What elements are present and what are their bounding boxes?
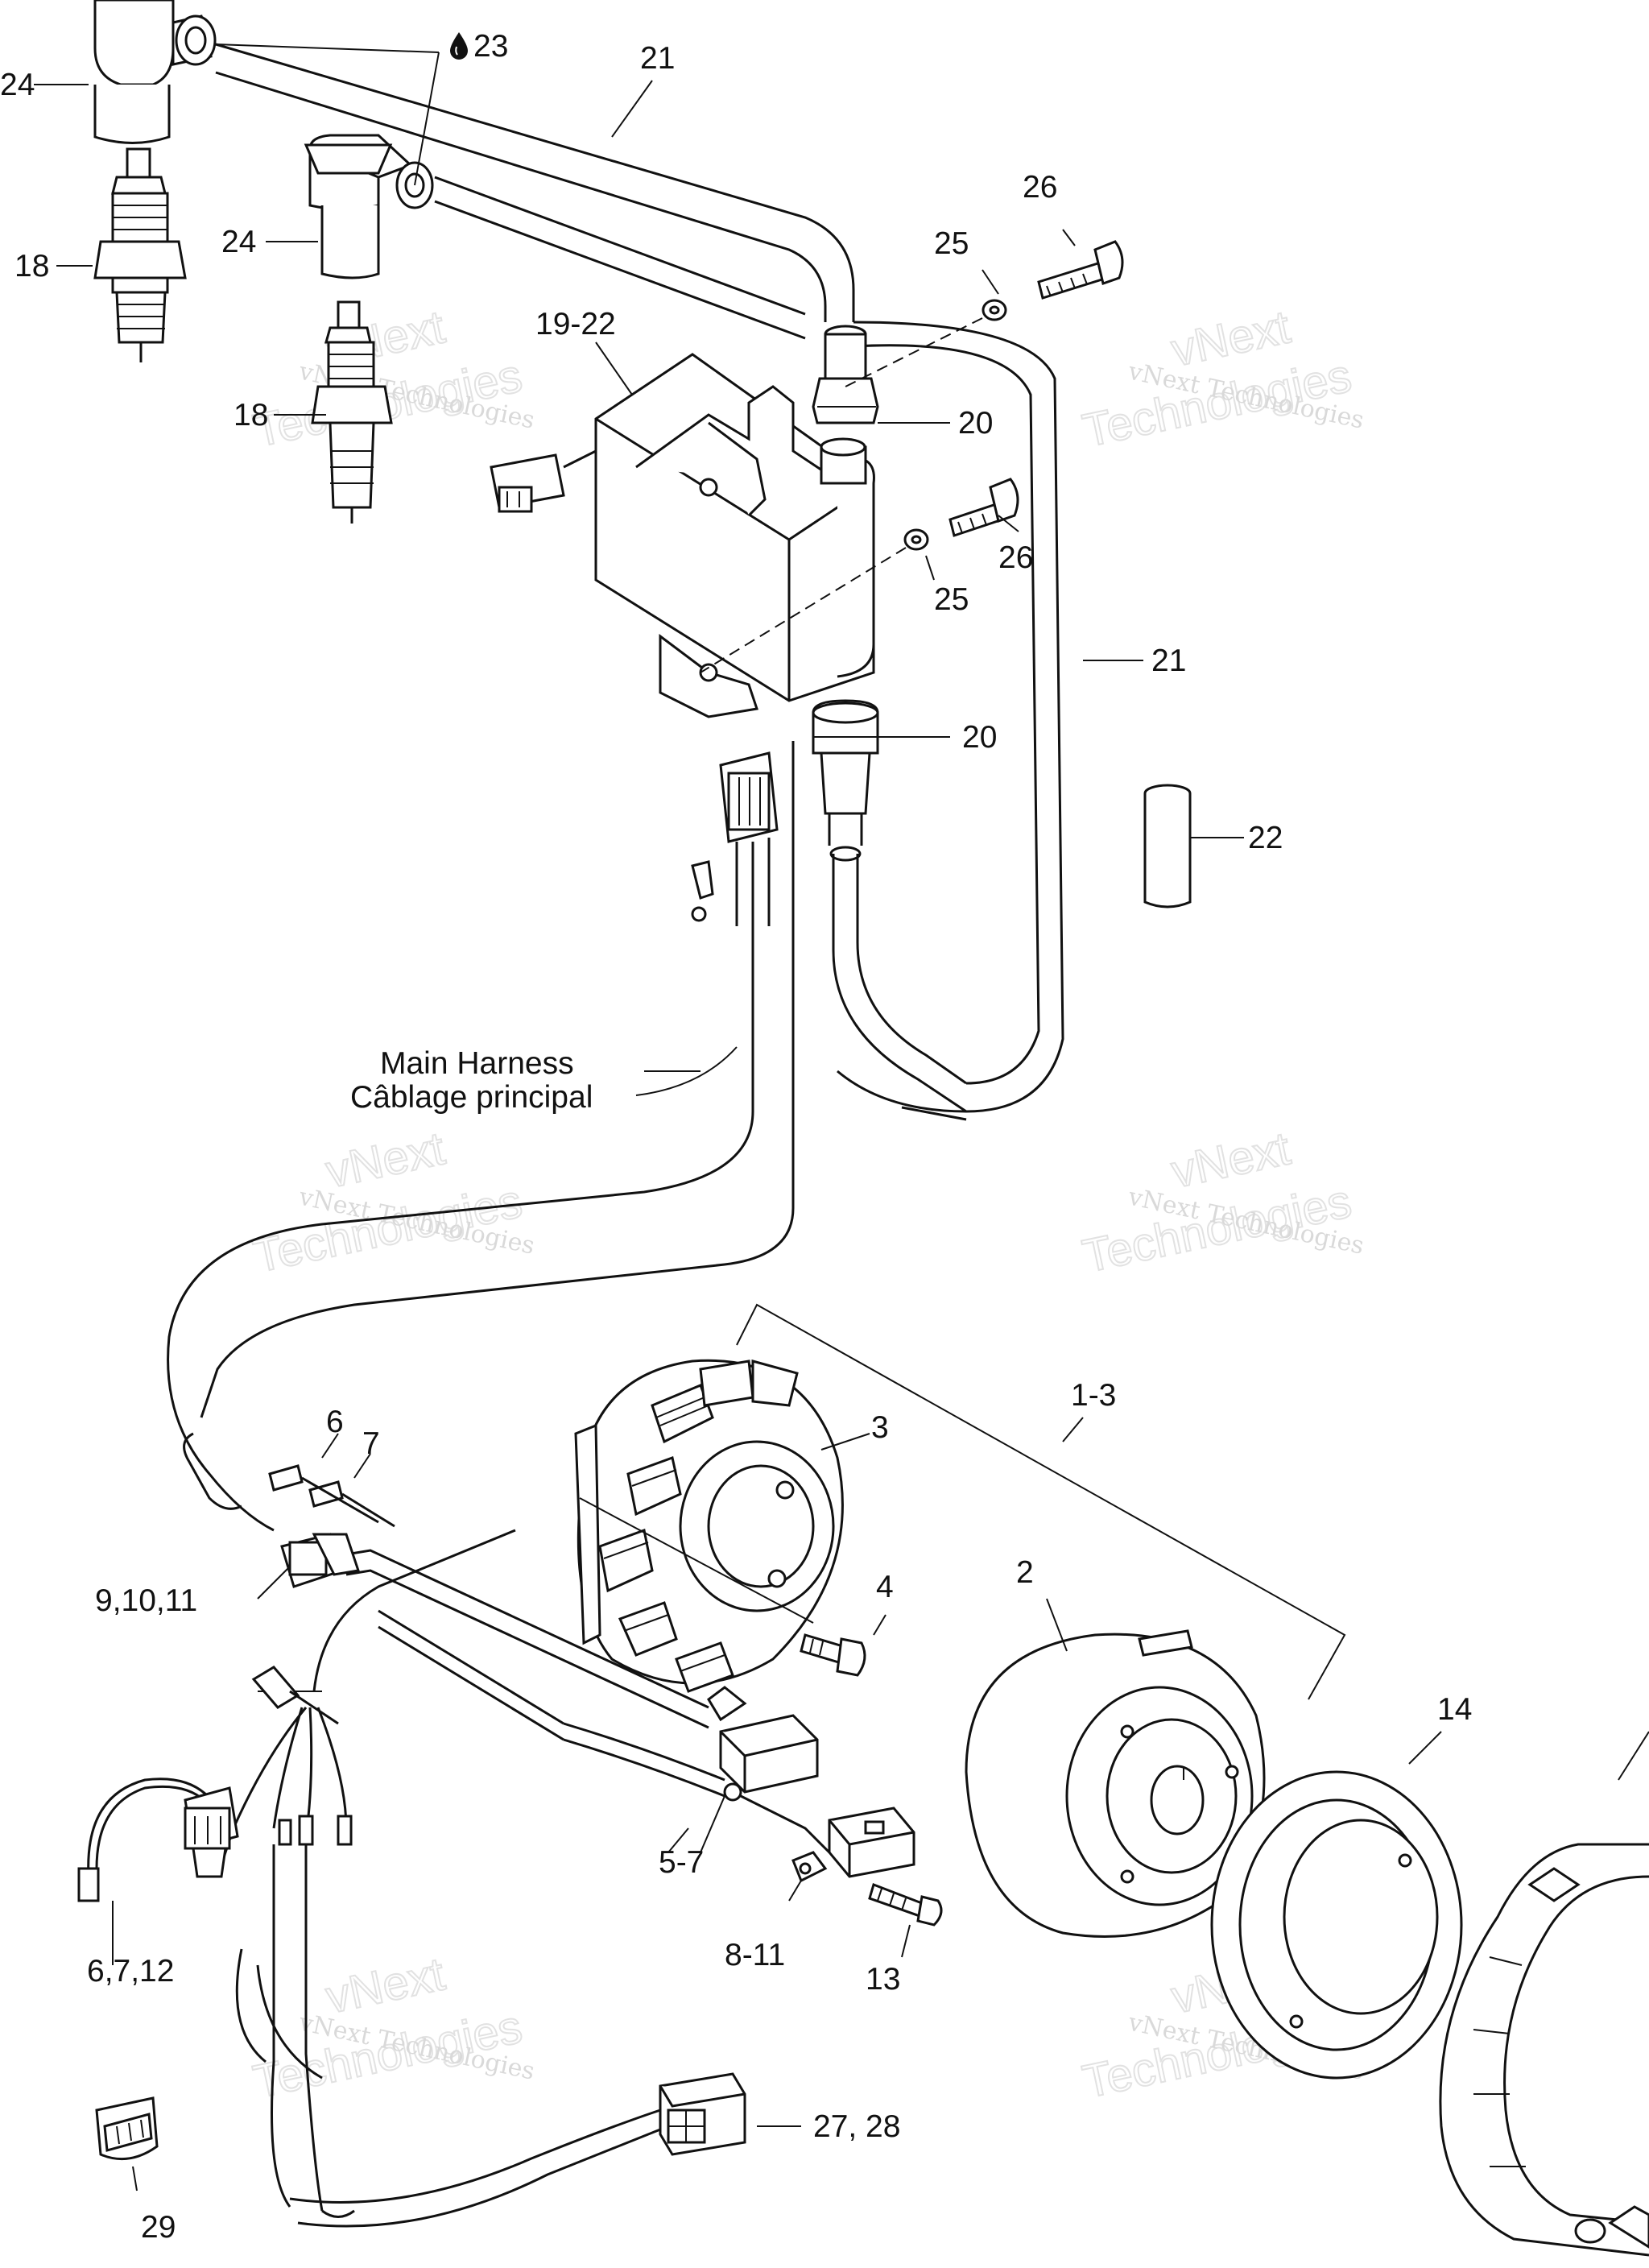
bracket-1-3 [736, 1303, 1346, 1700]
svg-text:vNext: vNext [321, 1947, 449, 2023]
main-harness-label-fr: Câblage principal [350, 1080, 593, 1115]
wire-boot-lower [812, 699, 879, 862]
callout-6-7-12: 6,7,12 [87, 1954, 174, 1989]
callout-4: 4 [876, 1570, 894, 1604]
washer-upper [982, 299, 1007, 321]
cover [1439, 1731, 1649, 2257]
screw-pickup [868, 1883, 943, 1927]
callout-23: 23 [473, 29, 508, 64]
wire-boot-upper [812, 325, 879, 424]
screw-upper [1037, 240, 1124, 300]
callout-25-lower: 25 [934, 582, 969, 617]
callout-1-3: 1-3 [1071, 1378, 1116, 1413]
callout-25-upper: 25 [934, 226, 969, 261]
main-harness [167, 741, 795, 1532]
callout-9-10-11: 9,10,11 [95, 1583, 197, 1618]
sleeve [1143, 784, 1192, 908]
connector-9-10-11 [280, 1533, 360, 1588]
screw-stator [800, 1633, 866, 1677]
main-harness-label-en: Main Harness [380, 1046, 574, 1081]
callout-26-lower: 26 [998, 540, 1033, 575]
watermark-top-left: vNext Technologies vNext Technologies [248, 300, 537, 457]
callout-13: 13 [866, 1962, 900, 1997]
harness-connector [691, 751, 779, 926]
callout-6: 6 [326, 1405, 344, 1439]
callout-24-upper: 24 [0, 68, 35, 102]
callout-29: 29 [141, 2210, 176, 2245]
ring-gear [1210, 1770, 1463, 2080]
callout-labels: 24 23 21 18 24 26 25 19-22 18 20 26 25 2… [0, 29, 1472, 2245]
spark-plug-cap-upper [93, 0, 217, 144]
stator-alignment-line [579, 1497, 814, 1624]
spark-plug-lower [311, 300, 393, 524]
callout-19-22: 19-22 [535, 307, 616, 341]
connector-29 [95, 2096, 159, 2161]
callout-24-lower: 24 [221, 225, 256, 259]
screw-lower [948, 478, 1019, 537]
alignment-lines-top [700, 317, 983, 673]
wiring-bundle-stator [345, 1549, 831, 1854]
callout-5-7: 5-7 [659, 1845, 704, 1880]
callout-3: 3 [871, 1410, 889, 1445]
callout-2: 2 [1016, 1555, 1034, 1590]
callout-18-lower: 18 [234, 398, 268, 432]
pickup-sensor [791, 1807, 915, 1883]
callout-20-lower: 20 [962, 720, 997, 755]
trigger-coil [707, 1686, 819, 1802]
spark-plug-cap-lower [304, 134, 434, 279]
terminals-6-7 [268, 1464, 395, 1528]
coil-connector [490, 453, 565, 513]
coil-wire-lower [832, 854, 967, 1121]
connector-6-7-12 [184, 1786, 239, 1878]
lower-harness [77, 1529, 669, 2228]
watermark-mid-right: vNext Technologies vNext Technologies [1077, 1121, 1366, 1283]
main-harness-label: Main Harness Câblage principal [350, 1046, 593, 1115]
svg-text:vNext: vNext [1167, 1122, 1295, 1198]
callout-18-upper: 18 [14, 249, 49, 284]
callout-27-28: 27, 28 [813, 2109, 900, 2144]
callout-8-11: 8-11 [725, 1938, 785, 1972]
connector-27-28 [659, 2072, 746, 2156]
callout-7: 7 [362, 1426, 380, 1461]
callout-21-lower: 21 [1151, 644, 1186, 678]
watermark-top-right: vNext Technologies vNext Technologies [1077, 300, 1366, 457]
high-tension-wire-upper [215, 43, 855, 322]
high-tension-wire-lower [434, 176, 1064, 1113]
callout-22: 22 [1248, 821, 1283, 855]
callout-20-upper: 20 [958, 406, 993, 441]
watermark-mid-left: vNext Technologies vNext Technologies [248, 1121, 537, 1283]
svg-text:vNext: vNext [321, 1122, 449, 1198]
callout-26-upper: 26 [1023, 170, 1057, 205]
leader-lines [34, 43, 1442, 2191]
washer-lower [903, 528, 929, 551]
watermark-bottom-left: vNext Technologies vNext Technologies [248, 1947, 537, 2109]
ignition-coil [490, 353, 875, 718]
drop-icon [450, 32, 468, 60]
spark-plug-upper [93, 147, 187, 362]
callout-21-upper: 21 [640, 41, 675, 76]
harness-tie [251, 1666, 339, 1725]
callout-14: 14 [1437, 1692, 1472, 1727]
